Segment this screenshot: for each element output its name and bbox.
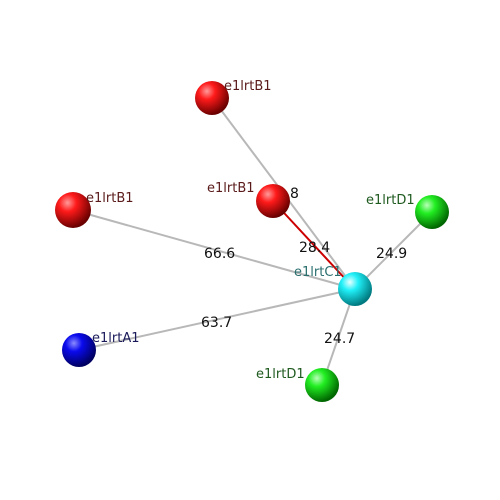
distance-c1-b1-mid: 28.4 (299, 240, 330, 256)
label-d1-right: e1lrtD1 (366, 193, 415, 208)
distance-c1-d1-bottom: 24.7 (324, 331, 355, 347)
atom-b1-left (55, 192, 91, 228)
distance-c1-a1: 63.7 (201, 315, 232, 331)
bond-c1-b1-left (72, 209, 356, 290)
distance-c1-b1-left: 66.6 (204, 246, 235, 262)
label-b1-top: e1lrtB1 (224, 79, 272, 94)
distance-c1-d1-right: 24.9 (376, 246, 407, 262)
atom-b1-mid (256, 184, 290, 218)
atom-d1-right (415, 195, 449, 229)
atom-c1 (338, 272, 372, 306)
atom-d1-bottom (305, 368, 339, 402)
atom-labels: e1lrtB1 e1lrtB1 e1lrtB1 e1lrtD1 e1lrtC1 … (86, 79, 415, 382)
bond-c1-a1 (78, 288, 356, 351)
label-b1-mid: e1lrtB1 (207, 181, 255, 196)
atom-a1 (62, 333, 96, 367)
bond-lines (72, 97, 433, 386)
bond-c1-b1-mid-highlight (272, 200, 351, 285)
atoms (55, 81, 449, 402)
label-a1: e1lrtA1 (92, 331, 140, 346)
label-c1: e1lrtC1 (294, 265, 342, 280)
bond-c1-d1-right (354, 211, 433, 290)
distance-labels: 66.6 63.7 28.4 24.9 24.7 8 (201, 186, 407, 347)
label-b1-left: e1lrtB1 (86, 191, 134, 206)
atom-b1-top (195, 81, 229, 115)
distance-c1-b1-top-partial: 8 (290, 186, 299, 202)
label-d1-bottom: e1lrtD1 (256, 367, 305, 382)
